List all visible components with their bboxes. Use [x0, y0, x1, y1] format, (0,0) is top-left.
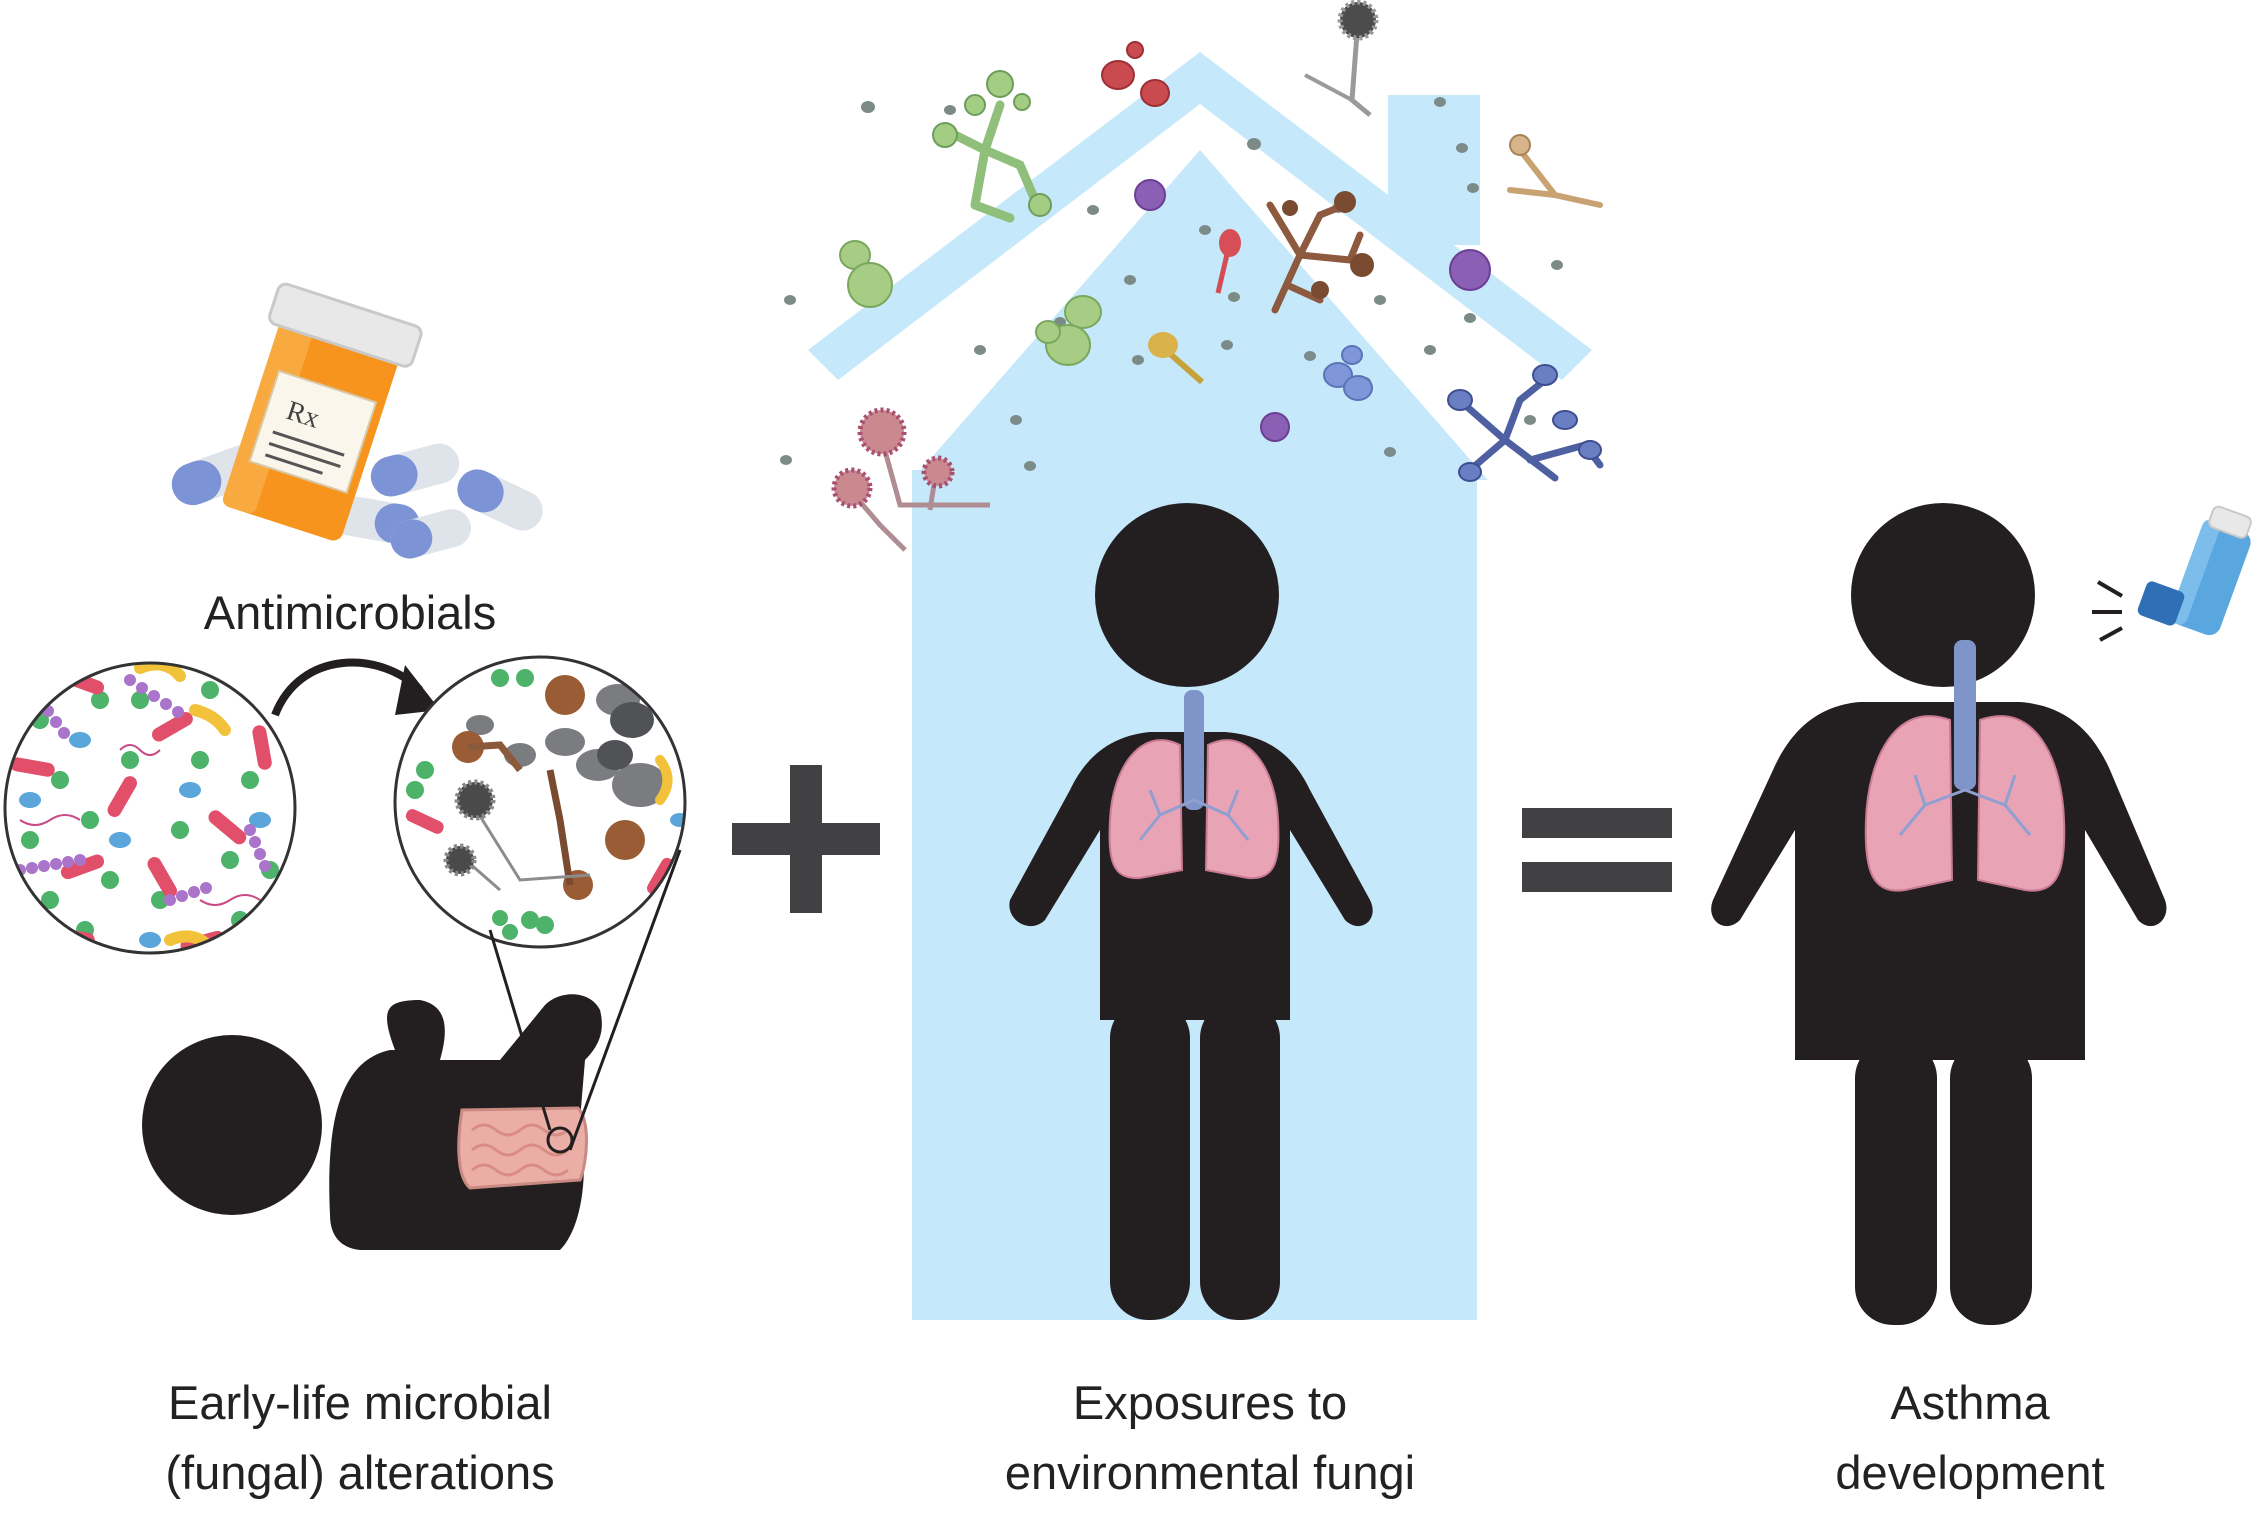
early-life-label: Early-life microbial (fungal) alteration… [165, 1376, 555, 1499]
lungs-icon [1108, 690, 1280, 880]
bacteria-icon [3, 661, 297, 955]
fungi-icon [780, 0, 1604, 552]
pill-bottle-icon: Rx [222, 282, 423, 541]
plus-operator [732, 765, 880, 913]
fungi-icon [393, 655, 687, 949]
equals-operator [1522, 808, 1672, 892]
antimicrobials-label: Antimicrobials [203, 586, 497, 639]
intestine-icon [457, 1106, 588, 1190]
arrowhead-icon [395, 665, 440, 715]
lungs-icon [1864, 640, 2066, 892]
inhaler-icon [2092, 505, 2252, 642]
exposures-label: Exposures to environmental fungi [1004, 1376, 1416, 1499]
person-silhouette-icon [1711, 503, 2167, 1325]
person-silhouette-icon [1009, 503, 1373, 1320]
asthma-label: Asthma development [1835, 1376, 2105, 1499]
